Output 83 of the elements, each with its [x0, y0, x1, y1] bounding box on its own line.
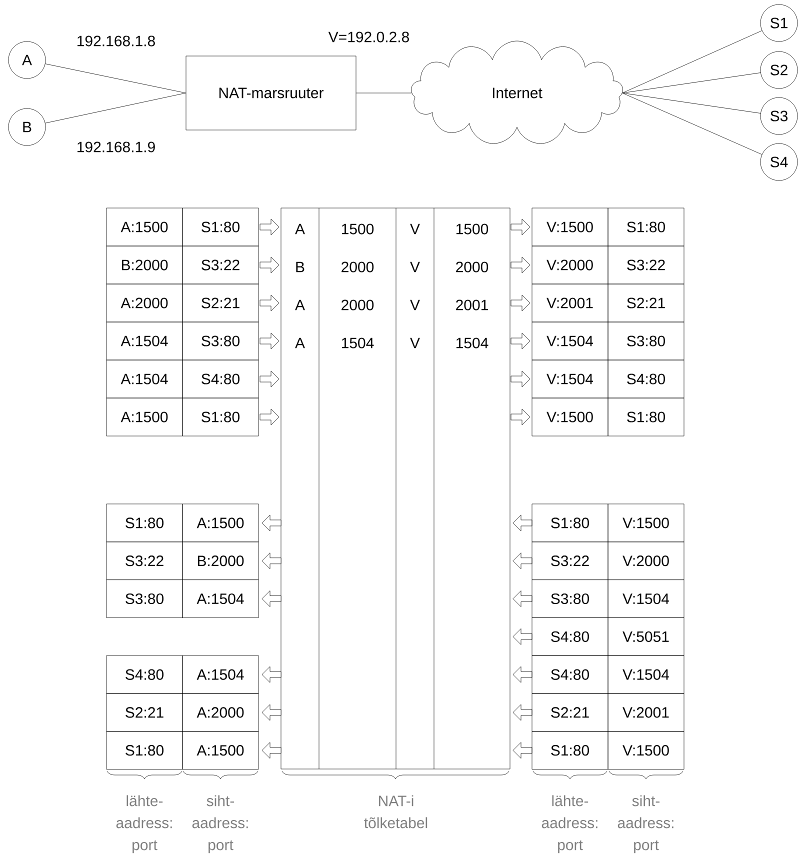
table-cell: V:2001 [608, 693, 684, 732]
table-cell: S1:80 [532, 504, 608, 542]
table-entry: B [296, 262, 304, 272]
column-caption: NAT-i tõlketabel [364, 795, 428, 828]
table-entry: 2000 [342, 300, 374, 310]
table-entry: 1504 [342, 338, 374, 348]
table-entry: A [295, 224, 305, 234]
table-cell: V:5051 [608, 617, 684, 656]
table-cell: S1:80 [106, 731, 183, 770]
table-cell: S1:80 [182, 398, 259, 436]
table-cell: V:1504 [608, 655, 684, 694]
connector-line [622, 30, 762, 94]
table-cell: A:1500 [106, 398, 183, 436]
connector-line [356, 92, 412, 94]
table-entry: 2001 [456, 300, 488, 310]
table-entry: V [410, 300, 420, 310]
table-entry: A [295, 338, 305, 348]
table-cell: S4:80 [532, 617, 608, 656]
cloud: Internet [411, 40, 623, 144]
table-cell: S3:22 [182, 246, 259, 284]
table-cell: V:2001 [532, 284, 608, 322]
connector-line [622, 92, 762, 155]
table-cell: A:1504 [106, 322, 183, 360]
table-cell: A:1500 [106, 208, 183, 246]
table-cell: S3:80 [608, 322, 684, 360]
table-entry: V [410, 262, 420, 272]
table-entry: 2000 [342, 262, 374, 272]
column-caption: siht- aadress: port [192, 795, 248, 854]
table-cell: S3:22 [532, 542, 608, 580]
column-caption: lähte- aadress: port [116, 795, 172, 854]
table-cell: S3:22 [608, 246, 684, 284]
table-cell: S1:80 [106, 504, 183, 542]
table-cell: S4:80 [106, 655, 183, 694]
table-cell: S3:22 [106, 542, 183, 580]
table-cell: B:2000 [182, 542, 259, 580]
table-cell: V:2000 [608, 542, 684, 580]
table-entry: 1500 [342, 224, 374, 234]
table-cell: S4:80 [608, 360, 684, 398]
table-entry: V [410, 224, 420, 234]
table-cell: A:1504 [106, 360, 183, 398]
table-cell: A:2000 [182, 693, 259, 732]
table-cell: V:1504 [532, 322, 608, 360]
table-cell: S1:80 [532, 731, 608, 770]
table-cell: S4:80 [532, 655, 608, 694]
router-box: NAT-marsruuter [186, 56, 356, 130]
table-entry: 1500 [456, 224, 488, 234]
table-cell: S1:80 [182, 208, 259, 246]
column-caption: siht- aadress: port [618, 795, 674, 854]
table-cell: V:1504 [532, 360, 608, 398]
column-caption: lähte- aadress: port [542, 795, 598, 854]
table-cell: S2:21 [608, 284, 684, 322]
address-label: 192.168.1.9 [78, 142, 155, 152]
table-cell: A:1504 [182, 580, 259, 618]
table-cell: S3:80 [532, 580, 608, 618]
table-cell: S1:80 [608, 208, 684, 246]
table-cell: S1:80 [608, 398, 684, 436]
address-label: 192.168.1.8 [78, 36, 155, 46]
table-cell: A:1500 [182, 731, 259, 770]
connector-line [622, 72, 761, 94]
table-cell: V:1500 [608, 504, 684, 542]
connector-line [45, 64, 186, 94]
table-cell: V:1500 [532, 398, 608, 436]
table-cell: S2:21 [182, 284, 259, 322]
address-label: V=192.0.2.8 [328, 32, 409, 42]
table-entry: A [295, 300, 305, 310]
table-cell: V:1500 [608, 731, 684, 770]
connector-line [45, 92, 186, 124]
table-cell: S2:21 [106, 693, 183, 732]
table-cell: V:1500 [532, 208, 608, 246]
connector-line [622, 92, 761, 114]
table-entry: V [410, 338, 420, 348]
table-cell: A:1500 [182, 504, 259, 542]
table-cell: V:1504 [608, 580, 684, 618]
table-cell: S3:80 [182, 322, 259, 360]
table-cell: S3:80 [106, 580, 183, 618]
table-entry: 2000 [456, 262, 488, 272]
table-cell: B:2000 [106, 246, 183, 284]
table-cell: S2:21 [532, 693, 608, 732]
table-cell: A:2000 [106, 284, 183, 322]
table-cell: S4:80 [182, 360, 259, 398]
table-cell: A:1504 [182, 655, 259, 694]
table-cell: V:2000 [532, 246, 608, 284]
table-entry: 1504 [456, 338, 488, 348]
